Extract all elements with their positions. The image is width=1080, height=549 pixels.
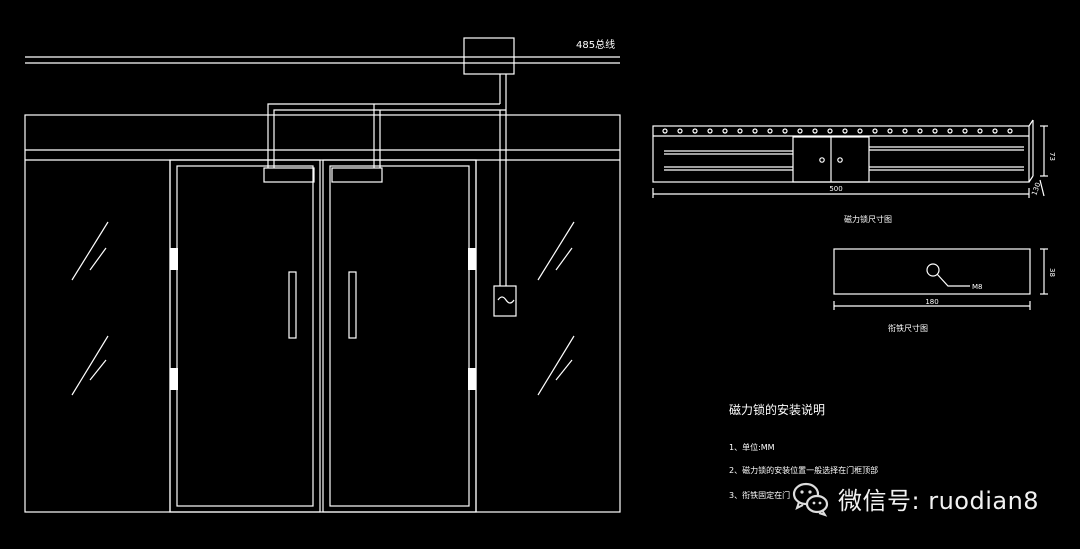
notes-item-2: 2、磁力锁的安装位置一般选择在门框顶部: [729, 465, 878, 475]
lock-dim-title: 磁力锁尺寸图: [844, 214, 892, 224]
lock-hole: [677, 128, 683, 134]
plate-dimension-drawing: [833, 248, 1048, 310]
lock-knobs: [819, 157, 843, 163]
lock-hole: [932, 128, 938, 134]
lock-hole: [662, 128, 668, 134]
plate-length-label: 180: [925, 298, 938, 306]
plate-dim-title: 衔铁尺寸图: [888, 323, 928, 333]
lock-height-label: 73: [1048, 152, 1056, 161]
watermark-text: 微信号: ruodian8: [838, 486, 1040, 515]
door-leaf-left: [169, 159, 321, 513]
cable-run: [267, 74, 507, 286]
lock-hole: [707, 128, 713, 134]
lock-hole: [947, 128, 953, 134]
lock-hole: [812, 128, 818, 134]
watermark: 微信号: ruodian8: [790, 476, 1039, 520]
lock-depth-label: 130: [1030, 181, 1042, 196]
bus-line: [25, 56, 620, 64]
lock-hole: [782, 128, 788, 134]
lock-hole: [962, 128, 968, 134]
notes-item-3: 3、衔铁固定在门: [729, 490, 790, 500]
mag-lock-left: [263, 167, 315, 183]
junction-box: [463, 37, 515, 75]
mag-lock-right: [331, 167, 383, 183]
lock-hole: [902, 128, 908, 134]
lock-hole: [827, 128, 833, 134]
lock-hole: [992, 128, 998, 134]
lock-hole: [917, 128, 923, 134]
glass-marks-left: [71, 221, 109, 396]
wechat-icon: [792, 482, 829, 517]
lock-hole: [1007, 128, 1013, 134]
exit-button-box: [493, 285, 517, 317]
lock-hole: [797, 128, 803, 134]
plate-height-label: 38: [1048, 268, 1056, 277]
door-leaf-right: [322, 159, 477, 513]
lock-hole: [692, 128, 698, 134]
lock-hole: [977, 128, 983, 134]
lock-hole: [872, 128, 878, 134]
lock-hole: [752, 128, 758, 134]
lock-dimension-drawing: [652, 119, 1048, 198]
lock-holes: [662, 128, 1013, 134]
glass-marks-right: [537, 221, 575, 396]
hinges: [170, 248, 476, 390]
bus-label: 485总线: [576, 38, 615, 51]
lock-hole: [722, 128, 728, 134]
notes-item-1: 1、单位:MM: [729, 442, 775, 452]
lock-hole: [737, 128, 743, 134]
lock-hole: [857, 128, 863, 134]
lock-hole: [767, 128, 773, 134]
lock-length-label: 500: [829, 185, 842, 193]
notes-title: 磁力锁的安装说明: [729, 402, 825, 417]
plate-hole-label: M8: [972, 283, 983, 291]
lock-hole: [842, 128, 848, 134]
lock-hole: [887, 128, 893, 134]
